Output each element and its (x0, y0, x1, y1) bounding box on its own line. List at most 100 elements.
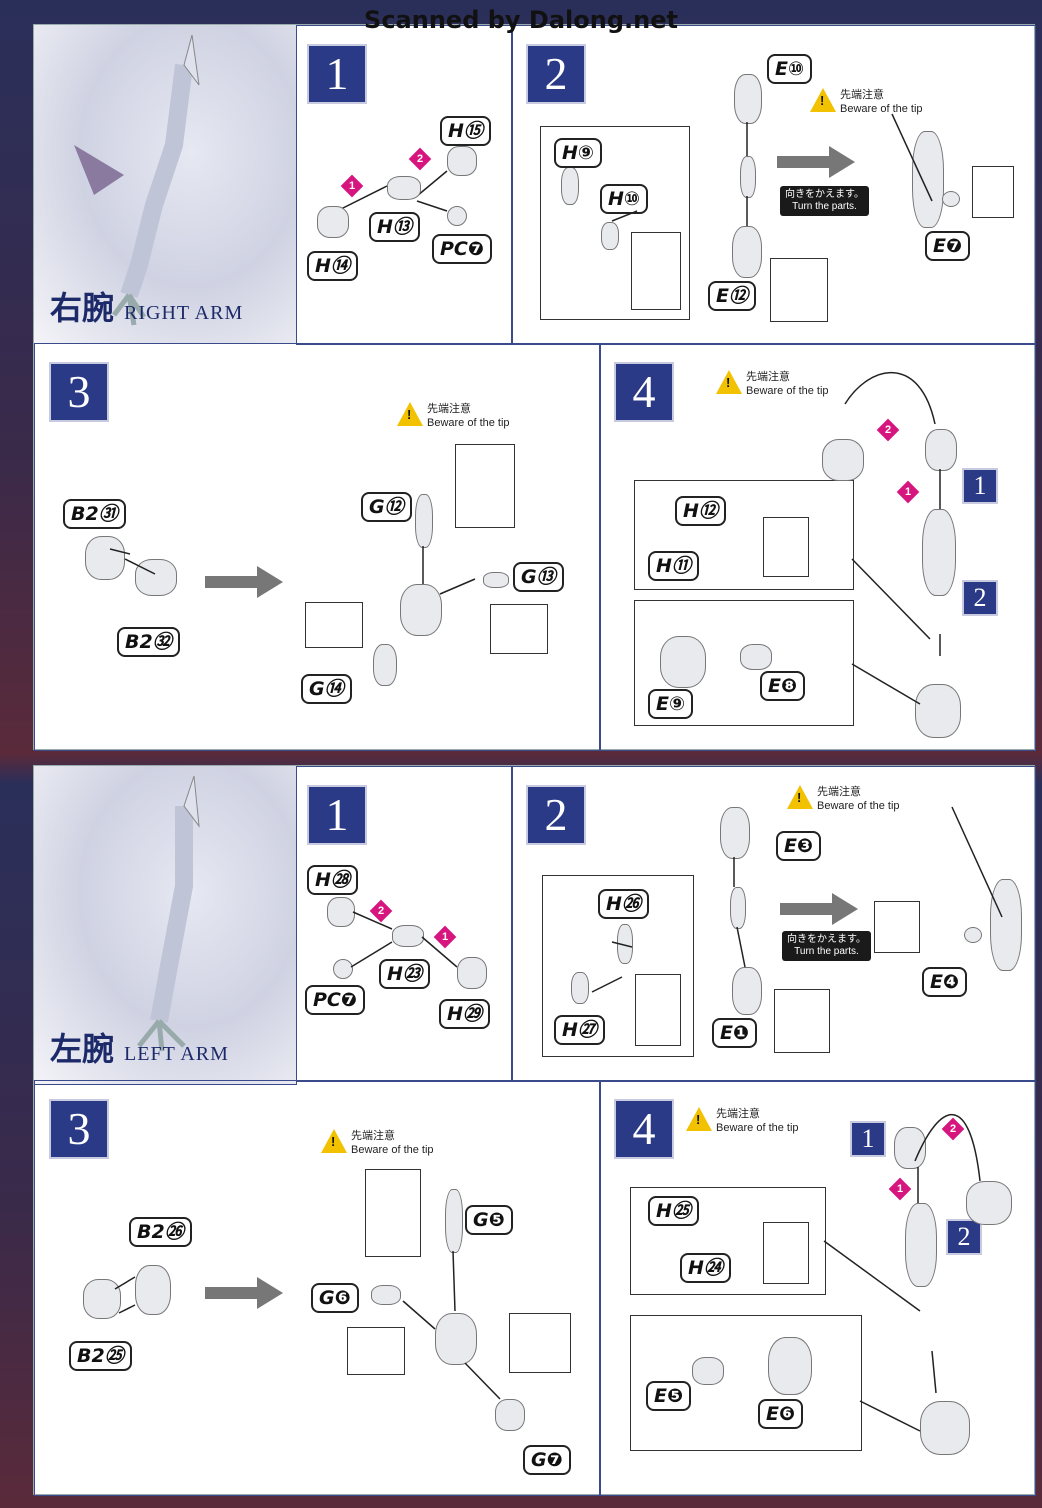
detail-inset (365, 1169, 421, 1257)
detail-inset (631, 232, 681, 310)
assembly-arrows (350, 911, 458, 968)
assembly-arrows (109, 546, 476, 595)
detail-inset (774, 989, 830, 1053)
right-arm-illustration (74, 34, 200, 326)
part-label: H㉓ (379, 959, 430, 989)
part-arm-segment (601, 222, 619, 250)
detail-inset (635, 974, 681, 1046)
detail-inset (455, 444, 515, 528)
part-claw-base (135, 559, 177, 596)
sub-step-number: 1 (850, 1121, 886, 1157)
part-label: H⑬ (369, 212, 420, 242)
part-claw (435, 1313, 477, 1365)
next-arrow-icon (205, 566, 283, 598)
part-shoulder-spike (966, 1181, 1012, 1225)
part-small-cap (942, 191, 960, 207)
step-number: 1 (307, 44, 367, 104)
part-forearm (732, 226, 762, 278)
part-claw (400, 584, 442, 636)
part-label: H㉗ (554, 1015, 605, 1045)
next-arrow-icon (205, 1277, 283, 1309)
part-label: H㉘ (307, 865, 358, 895)
part-spike (445, 1189, 463, 1253)
part-forearm (732, 967, 762, 1015)
part-hand (920, 1401, 970, 1455)
step-number: 3 (49, 362, 109, 422)
part-assembled-arm (990, 879, 1022, 971)
part-label: H⑮ (440, 116, 491, 146)
detail-inset (490, 604, 548, 654)
step-number: 3 (49, 1099, 109, 1159)
part-label: B2㉖ (129, 1217, 192, 1247)
part-label: G❻ (311, 1283, 359, 1313)
part-claw-base (135, 1265, 171, 1315)
warning-icon: ! (787, 785, 813, 809)
part-spike (373, 644, 397, 686)
sub-step-number: 1 (962, 468, 998, 504)
detail-inset (770, 258, 828, 322)
detail-inset (763, 517, 809, 577)
part-label: E❼ (925, 231, 971, 261)
part-label: H㉔ (680, 1253, 731, 1283)
part-hand (915, 684, 961, 738)
part-label: H⑭ (307, 251, 358, 281)
part-label: H⑫ (675, 496, 726, 526)
step-number: 2 (526, 44, 586, 104)
left-arm-illustration (137, 775, 200, 1052)
assembly-arrows (844, 372, 941, 705)
turn-note: 向きをかえます。Turn the parts. (782, 931, 871, 961)
part-label: H⑪ (648, 551, 699, 581)
part-label: E❸ (776, 831, 822, 861)
warning-icon: ! (810, 88, 836, 112)
watermark: Scanned by Dalong.net (364, 6, 678, 34)
right-step-1: 1 1 2 H⑮ H⑬ H⑭ PC❼ (296, 25, 513, 345)
detail-inset (347, 1327, 405, 1375)
step-number: 1 (307, 785, 367, 845)
part-label: H㉖ (598, 889, 649, 919)
part-label: PC❼ (305, 985, 365, 1015)
left-step-1: 1 H㉘ H㉓ PC❼ H㉙ 2 1 (296, 766, 513, 1082)
part-assembled-arm (912, 131, 944, 228)
part-claw (768, 1337, 812, 1395)
part-label: H㉙ (439, 999, 490, 1029)
part-spike (483, 572, 509, 588)
warning-icon: ! (397, 402, 423, 426)
part-label: B2㉜ (117, 627, 180, 657)
part-assembled-arm (922, 509, 956, 596)
detail-inset (874, 901, 920, 953)
sub-step-number: 2 (962, 580, 998, 616)
part-claw-base (83, 1279, 121, 1319)
right-arm-title-jp: 右腕 (50, 289, 115, 327)
detail-inset (763, 1222, 809, 1284)
part-claw-base (85, 536, 125, 580)
left-arm-title-jp: 左腕 (50, 1030, 115, 1068)
part-socket (447, 146, 477, 176)
part-joint (387, 176, 421, 200)
part-arm-segment (571, 972, 589, 1004)
part-small-cap (964, 927, 982, 943)
warning-icon: ! (321, 1129, 347, 1153)
part-label: G❺ (465, 1205, 513, 1235)
part-label: G⑭ (301, 674, 352, 704)
detail-inset (509, 1313, 571, 1373)
part-shoulder (925, 429, 957, 471)
part-label: G⑫ (361, 492, 412, 522)
part-polycap (447, 206, 467, 226)
part-claw-tip (692, 1357, 724, 1385)
part-label: G⑬ (513, 562, 564, 592)
part-label: E⑩ (767, 54, 813, 84)
step-number: 4 (614, 1099, 674, 1159)
